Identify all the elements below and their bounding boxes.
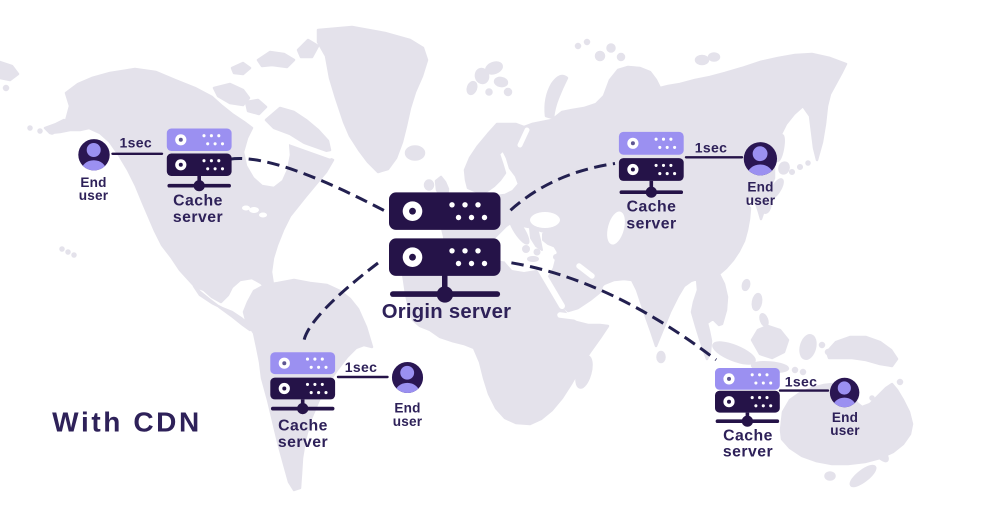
svg-text:1sec: 1sec <box>785 374 818 390</box>
svg-text:With CDN: With CDN <box>52 407 202 438</box>
svg-text:Cache: Cache <box>173 193 223 210</box>
svg-text:user: user <box>79 188 109 203</box>
svg-text:1sec: 1sec <box>120 135 153 151</box>
svg-text:1sec: 1sec <box>695 139 728 155</box>
svg-text:1sec: 1sec <box>345 359 378 375</box>
svg-text:End: End <box>394 401 420 416</box>
svg-text:End: End <box>747 180 773 195</box>
svg-text:user: user <box>830 423 860 438</box>
svg-text:End: End <box>832 410 858 425</box>
svg-text:server: server <box>173 209 223 226</box>
svg-text:Origin server: Origin server <box>382 301 512 323</box>
svg-text:Cache: Cache <box>627 199 677 216</box>
svg-text:server: server <box>278 434 328 451</box>
svg-text:user: user <box>393 414 423 429</box>
svg-text:End: End <box>80 175 106 190</box>
svg-text:Cache: Cache <box>723 427 773 444</box>
svg-text:server: server <box>723 444 773 461</box>
svg-text:server: server <box>626 215 676 232</box>
svg-text:Cache: Cache <box>278 418 328 435</box>
svg-text:user: user <box>746 193 776 208</box>
